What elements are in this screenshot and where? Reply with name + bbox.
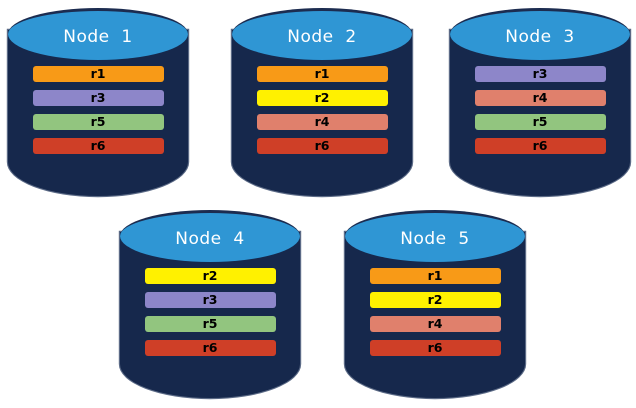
replica-bar-r6[interactable]: r6 [32, 138, 164, 154]
replica-bar-r3[interactable]: r3 [32, 90, 164, 106]
replica-bar-r1[interactable]: r1 [32, 66, 164, 82]
database-node-5[interactable]: Node 5 r1 r2 r4 r6 [345, 210, 525, 398]
replica-list: r1 r2 r4 r6 [232, 66, 412, 154]
database-node-2[interactable]: Node 2 r1 r2 r4 r6 [232, 8, 412, 196]
node-label: Node 3 [505, 26, 575, 47]
node-label: Node 2 [287, 26, 357, 47]
cylinder-top-ellipse: Node 3 [450, 8, 630, 60]
database-node-1[interactable]: Node 1 r1 r3 r5 r6 [8, 8, 188, 196]
database-node-4[interactable]: Node 4 r2 r3 r5 r6 [120, 210, 300, 398]
replica-bar-r4[interactable]: r4 [369, 316, 501, 332]
replica-bar-r4[interactable]: r4 [256, 114, 388, 130]
replica-bar-r4[interactable]: r4 [474, 90, 606, 106]
replica-bar-r6[interactable]: r6 [369, 340, 501, 356]
replica-bar-r1[interactable]: r1 [369, 268, 501, 284]
replica-bar-r6[interactable]: r6 [256, 138, 388, 154]
replica-bar-r3[interactable]: r3 [474, 66, 606, 82]
node-label: Node 4 [175, 228, 245, 249]
replica-list: r1 r2 r4 r6 [345, 268, 525, 356]
replica-list: r1 r3 r5 r6 [8, 66, 188, 154]
node-label: Node 5 [400, 228, 470, 249]
replica-list: r3 r4 r5 r6 [450, 66, 630, 154]
replica-list: r2 r3 r5 r6 [120, 268, 300, 356]
replica-bar-r3[interactable]: r3 [144, 292, 276, 308]
replica-bar-r2[interactable]: r2 [369, 292, 501, 308]
cylinder-top-ellipse: Node 4 [120, 210, 300, 262]
replica-bar-r2[interactable]: r2 [256, 90, 388, 106]
replica-bar-r6[interactable]: r6 [474, 138, 606, 154]
cylinder-top-ellipse: Node 2 [232, 8, 412, 60]
replica-bar-r2[interactable]: r2 [144, 268, 276, 284]
replica-bar-r5[interactable]: r5 [474, 114, 606, 130]
replica-bar-r1[interactable]: r1 [256, 66, 388, 82]
replica-bar-r5[interactable]: r5 [144, 316, 276, 332]
node-label: Node 1 [63, 26, 133, 47]
database-node-3[interactable]: Node 3 r3 r4 r5 r6 [450, 8, 630, 196]
cylinder-top-ellipse: Node 5 [345, 210, 525, 262]
cylinder-top-ellipse: Node 1 [8, 8, 188, 60]
replica-bar-r6[interactable]: r6 [144, 340, 276, 356]
replica-bar-r5[interactable]: r5 [32, 114, 164, 130]
